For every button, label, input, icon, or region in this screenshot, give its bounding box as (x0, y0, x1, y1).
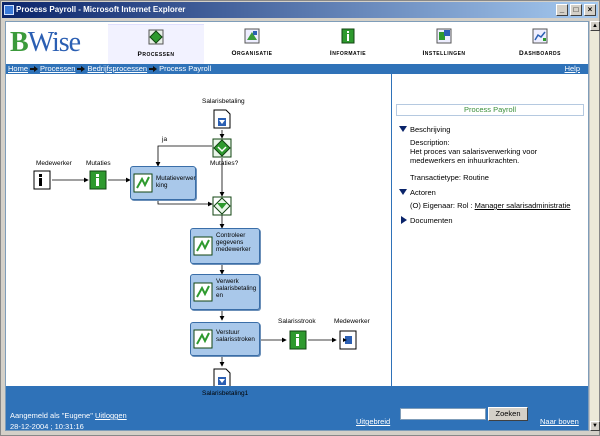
scroll-up-arrow-icon[interactable]: ▲ (590, 21, 600, 31)
description-label: Description: (410, 138, 450, 147)
page-content: BWise Processen Organisatie Informatie I… (5, 21, 589, 431)
search-button[interactable]: Zoeken (488, 407, 528, 421)
salarisstrook-info-icon[interactable] (288, 330, 308, 350)
collapsed-triangle-icon (401, 216, 407, 224)
decision-icon[interactable] (212, 138, 232, 158)
title-bar: Process Payroll - Microsoft Internet Exp… (2, 2, 598, 18)
diagram-connectors (52, 130, 337, 367)
vertical-scrollbar[interactable]: ▲ ▼ (589, 21, 600, 431)
section-actoren[interactable]: Actoren (396, 188, 584, 197)
advanced-search-link[interactable]: Uitgebreid (356, 417, 391, 426)
merge-gateway-icon[interactable] (212, 196, 232, 216)
process-step-mutatieverwerking[interactable]: Mutatieverwer king (130, 166, 196, 200)
arrow-right-icon (77, 66, 86, 72)
label-medewerker-left: Medewerker (36, 160, 72, 167)
back-to-top-link[interactable]: Naar boven (540, 417, 579, 426)
tab-dashboards[interactable]: Dashboards (492, 24, 588, 64)
search-input[interactable] (400, 408, 486, 420)
start-document-icon[interactable] (212, 109, 232, 129)
footer: Aangemeld als "Eugene" Uitloggen 28-12-2… (6, 386, 588, 431)
section-documenten[interactable]: Documenten (396, 216, 584, 225)
label-mutaties-question: Mutaties? (210, 160, 239, 167)
process-step-controleer[interactable]: Controleer gegevens medewerker (190, 228, 260, 264)
employee-inbox-icon[interactable] (338, 330, 358, 350)
arrow-right-icon (30, 66, 39, 72)
breadcrumb-current: Process Payroll (159, 64, 212, 73)
header: BWise Processen Organisatie Informatie I… (6, 22, 588, 64)
panel-title: Process Payroll (396, 104, 584, 116)
label-salarisstrook: Salarisstrook (278, 318, 316, 325)
end-document-icon[interactable] (212, 368, 232, 388)
label-salarisbetaling1: Salarisbetaling1 (202, 390, 249, 397)
process-diamond-icon (148, 29, 164, 45)
logout-link[interactable]: Uitloggen (94, 411, 127, 420)
login-status: Aangemeld als "Eugene" Uitloggen (10, 411, 127, 420)
label-salarisbetaling: Salarisbetaling (202, 98, 245, 105)
maximize-button[interactable]: □ (570, 4, 582, 16)
scroll-down-arrow-icon[interactable]: ▼ (590, 421, 600, 431)
bwise-logo[interactable]: BWise (10, 27, 81, 58)
section-beschrijving[interactable]: Beschrijving (396, 125, 584, 134)
window-title: Process Payroll - Microsoft Internet Exp… (16, 5, 186, 14)
details-panel: Process Payroll Beschrijving Description… (396, 104, 584, 225)
process-step-verstuur[interactable]: Verstuur salarisstroken (190, 322, 260, 356)
description-text: Het proces van salarisverwerking voor me… (410, 147, 538, 165)
close-button[interactable]: × (584, 4, 596, 16)
label-ja: ja (162, 136, 168, 143)
process-step-icon (133, 173, 153, 193)
process-step-verwerk[interactable]: Verwerk salarisbetaling en (190, 274, 260, 310)
main-nav: Processen Organisatie Informatie Instell… (108, 24, 588, 64)
minimize-button[interactable]: _ (556, 4, 568, 16)
dashboard-chart-icon (532, 28, 548, 44)
help-link[interactable]: Help (564, 64, 580, 73)
tab-informatie[interactable]: Informatie (300, 24, 396, 64)
tab-processen[interactable]: Processen (108, 24, 204, 64)
datetime: 28-12-2004 ; 10:31:16 (10, 422, 84, 431)
tab-organisatie[interactable]: Organisatie (204, 24, 300, 64)
label-medewerker-right: Medewerker (334, 318, 370, 325)
breadcrumb-processen[interactable]: Processen (40, 64, 76, 73)
actor-entry: (O) Eigenaar: Rol : Manager salarisadmin… (410, 201, 571, 210)
actor-link[interactable]: Manager salarisadministratie (474, 201, 571, 210)
information-icon (341, 28, 355, 44)
process-diagram: Salarisbetaling Mutaties? ja Medewerker … (6, 74, 390, 388)
breadcrumb-bedrijfsprocessen[interactable]: Bedrijfsprocessen (87, 64, 148, 73)
organisation-icon (244, 28, 260, 44)
label-mutaties: Mutaties (86, 160, 111, 167)
expanded-triangle-icon (399, 189, 407, 195)
expanded-triangle-icon (399, 126, 407, 132)
process-step-icon (193, 329, 213, 349)
transactietype: Transactietype: Routine (410, 173, 489, 182)
arrow-right-icon (149, 66, 158, 72)
process-step-icon (193, 282, 213, 302)
breadcrumb-home[interactable]: Home (8, 64, 29, 73)
process-step-icon (193, 236, 213, 256)
panel-divider (391, 74, 392, 386)
employee-info-icon[interactable] (32, 170, 52, 190)
ie-icon (4, 5, 14, 15)
settings-icon (436, 28, 452, 44)
breadcrumb: Home Processen Bedrijfsprocessen Process Pa… (6, 64, 588, 74)
window-buttons: _ □ × (556, 4, 596, 16)
tab-instellingen[interactable]: Instellingen (396, 24, 492, 64)
mutaties-info-icon[interactable] (88, 170, 108, 190)
